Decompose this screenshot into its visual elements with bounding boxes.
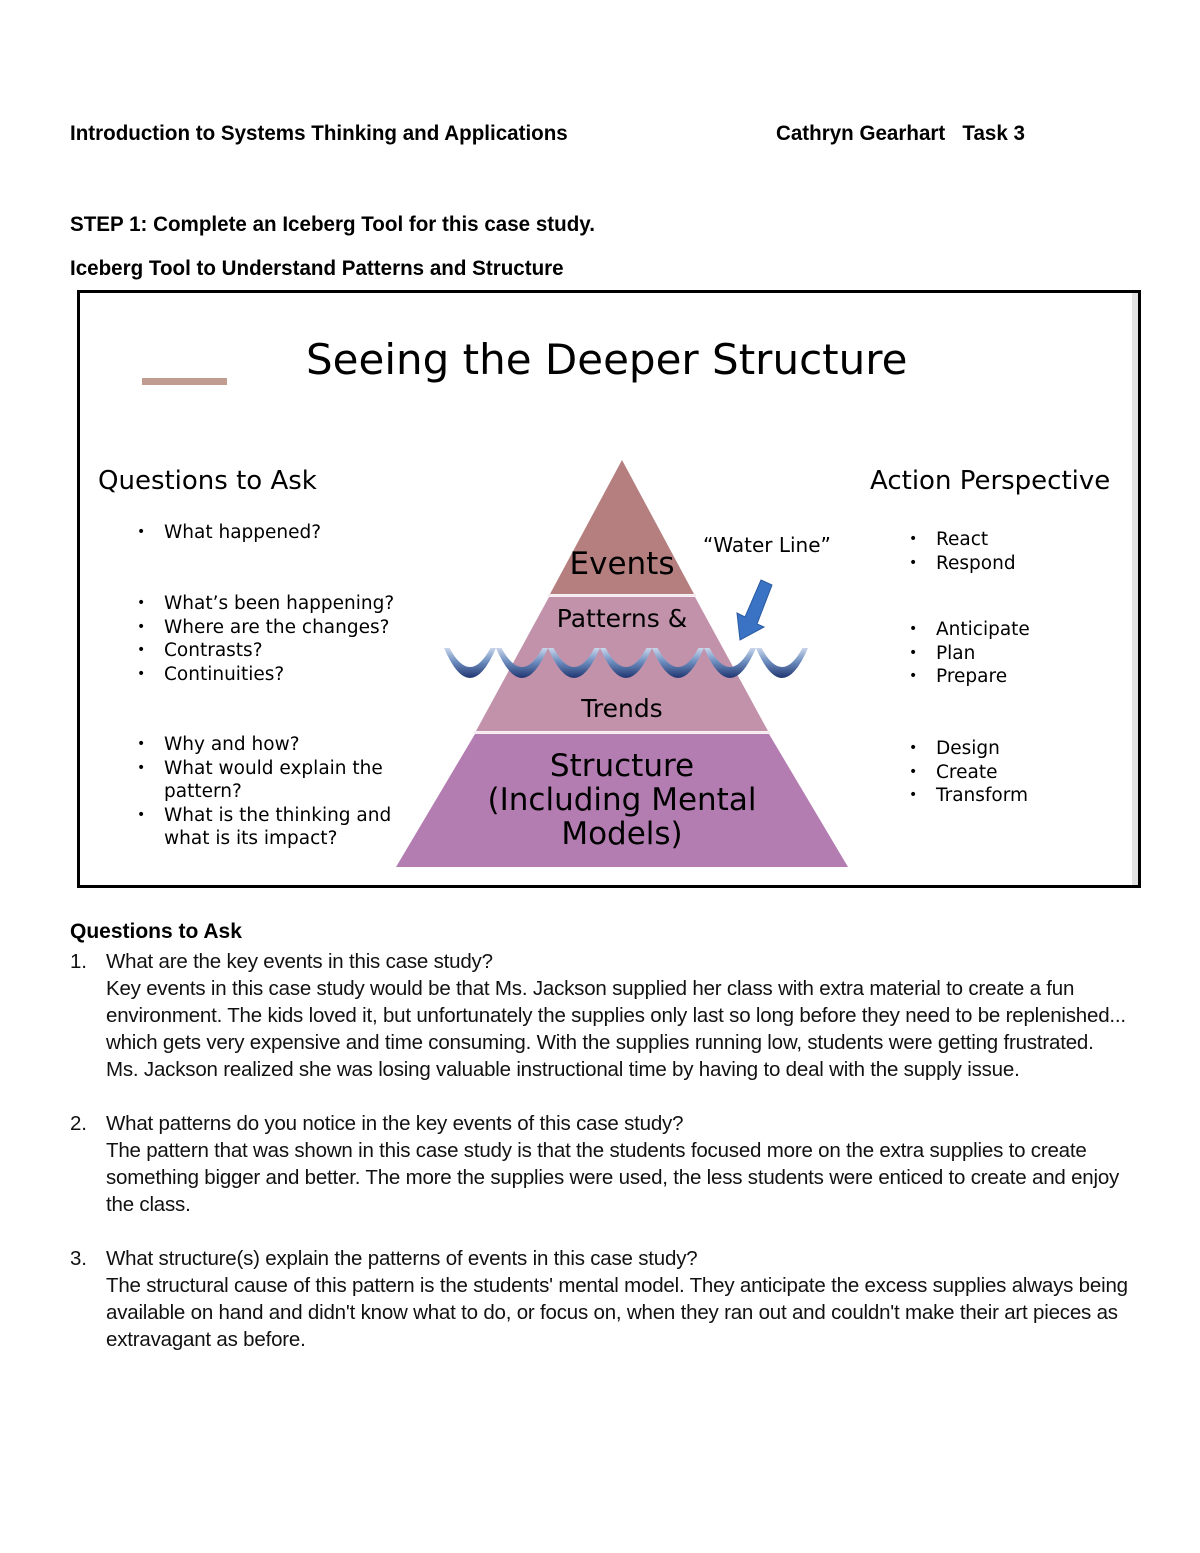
water-line-arrow-icon — [736, 579, 773, 641]
action-bullet: React — [909, 528, 1109, 552]
questions-heading: Questions to Ask — [98, 466, 317, 496]
step-instruction: STEP 1: Complete an Iceberg Tool for thi… — [70, 213, 595, 236]
pyramid-label-patterns: Patterns & — [556, 604, 688, 633]
qa-question: What structure(s) explain the patterns o… — [106, 1247, 698, 1270]
question-bullet: Continuities? — [137, 663, 427, 687]
qa-section: Questions to Ask 1. What are the key eve… — [70, 918, 1130, 1380]
document-title: Introduction to Systems Thinking and App… — [70, 122, 568, 145]
action-bullet: Transform — [909, 784, 1109, 808]
structure-line: Models) — [561, 816, 683, 852]
qa-answer: Key events in this case study would be t… — [106, 977, 1126, 1081]
action-bullet: Create — [909, 761, 1109, 785]
pyramid-band-patterns-trends — [476, 597, 768, 731]
wave-scallop — [652, 648, 704, 678]
wave-scallop — [496, 648, 548, 678]
qa-question: What patterns do you notice in the key e… — [106, 1112, 684, 1135]
tool-title: Iceberg Tool to Understand Patterns and … — [70, 257, 564, 280]
pyramid-label-trends: Trends — [581, 694, 663, 723]
qa-item: 2. What patterns do you notice in the ke… — [70, 1110, 1130, 1218]
action-group-patterns: Anticipate Plan Prepare — [909, 618, 1109, 689]
action-bullet: Plan — [909, 642, 1109, 666]
structure-line: Structure — [549, 748, 695, 784]
action-group-structure: Design Create Transform — [909, 737, 1109, 808]
wave-scallop — [600, 648, 652, 678]
waves-icon — [444, 648, 808, 678]
action-heading: Action Perspective — [870, 466, 1111, 496]
question-bullet: What is the thinking and what is its imp… — [137, 804, 427, 851]
qa-number: 1. — [70, 950, 87, 973]
qa-heading: Questions to Ask — [70, 920, 242, 943]
qa-answer: The pattern that was shown in this case … — [106, 1139, 1120, 1216]
accent-bar — [142, 378, 227, 385]
action-bullet: Respond — [909, 552, 1109, 576]
qa-question: What are the key events in this case stu… — [106, 950, 493, 973]
figure-title: Seeing the Deeper Structure — [306, 335, 908, 384]
pyramid-band-structure — [396, 734, 848, 867]
figure-shadow — [1132, 293, 1138, 885]
water-line-label: “Water Line” — [703, 533, 831, 557]
structure-line: (Including Mental — [487, 782, 757, 818]
question-bullet: Where are the changes? — [137, 616, 427, 640]
questions-group-structure: Why and how? What would explain the patt… — [137, 733, 427, 851]
wave-scallop — [444, 648, 496, 678]
action-bullet: Design — [909, 737, 1109, 761]
action-bullet: Prepare — [909, 665, 1109, 689]
question-bullet: Why and how? — [137, 733, 427, 757]
questions-group-patterns: What’s been happening? Where are the cha… — [137, 592, 427, 686]
qa-item: 1. What are the key events in this case … — [70, 948, 1130, 1083]
question-bullet: What would explain the pattern? — [137, 757, 427, 804]
action-group-events: React Respond — [909, 528, 1109, 575]
wave-scallop — [756, 648, 808, 678]
action-bullet: Anticipate — [909, 618, 1109, 642]
pyramid-label-structure: Structure (Including Mental Models) — [450, 749, 794, 851]
qa-number: 2. — [70, 1112, 87, 1135]
question-bullet: Contrasts? — [137, 639, 427, 663]
author-task-label: Cathryn Gearhart Task 3 — [776, 122, 1025, 145]
question-bullet: What happened? — [137, 521, 427, 545]
wave-scallop — [704, 648, 756, 678]
qa-answer: The structural cause of this pattern is … — [106, 1274, 1128, 1351]
question-bullet: What’s been happening? — [137, 592, 427, 616]
qa-number: 3. — [70, 1247, 87, 1270]
pyramid-band-events — [550, 460, 694, 594]
pyramid-label-events: Events — [569, 546, 675, 582]
qa-item: 3. What structure(s) explain the pattern… — [70, 1245, 1130, 1353]
questions-group-events: What happened? — [137, 521, 427, 545]
wave-scallop — [548, 648, 600, 678]
